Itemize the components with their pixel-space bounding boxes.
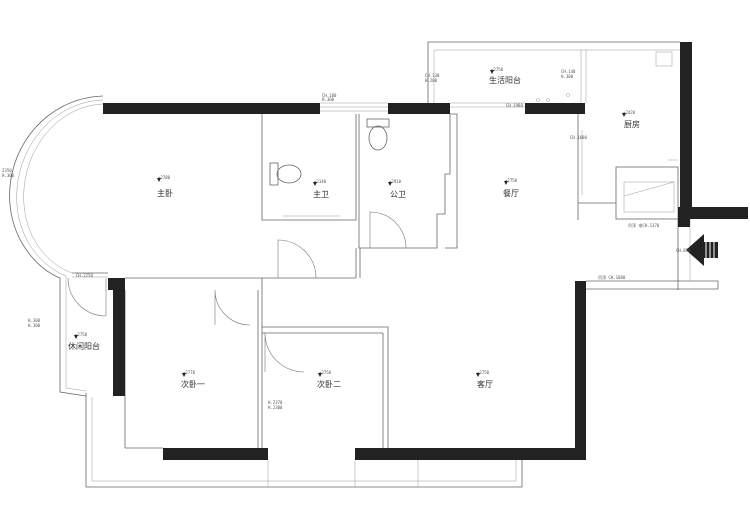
room-label-service-balcony: 生活阳台: [489, 75, 521, 85]
elevation-marker-icon: [504, 181, 508, 185]
elevation-kitchen: +2420: [623, 110, 636, 115]
annotation-beam-service-left-2: H.200: [425, 78, 438, 83]
elevation-marker-icon: [74, 335, 78, 339]
annotation-entry-beam: CH.870: [676, 248, 691, 253]
elevation-public-bath: +2910: [389, 179, 402, 184]
annotation-bed2-beam-2: H.2300: [268, 405, 283, 410]
room-label-master-bedroom: 主卧: [157, 188, 173, 198]
toilet-fixture-master: [269, 162, 302, 186]
elevation-service-balcony: +2750: [491, 67, 504, 72]
room-label-living-room: 客厅: [477, 379, 493, 389]
entrance-arrow-icon: [686, 234, 718, 266]
room-label-leisure-balcony: 休闲阳台: [68, 341, 100, 351]
room-label-second-bedroom-1: 次卧一: [181, 379, 205, 389]
room-labels: 主卧 主卫 公卫 餐厅 厨房 生活阳台 休闲阳台 次卧一 次卧二 客厅: [68, 75, 640, 389]
ceiling-annotations: CH.180 H.300 CH.1980 CH.1600 CH.130 H.20…: [2, 69, 691, 410]
elevation-leisure-balcony: +2750: [75, 332, 88, 337]
elevation-marker-icon: [318, 373, 322, 377]
room-label-master-bath: 主卫: [313, 189, 329, 199]
toilet-fixture-public: [366, 118, 390, 151]
elevation-marker-icon: [490, 70, 494, 74]
elevation-marker-icon: [157, 178, 161, 182]
annotation-beam-kitchen: CH.1600: [570, 135, 587, 140]
annotation-beam-service-left: CH.130: [425, 73, 440, 78]
elevation-second-bedroom-2: +2750: [319, 370, 332, 375]
elevation-master-bedroom: +2780: [158, 175, 171, 180]
elevation-marker-icon: [388, 182, 392, 186]
room-label-second-bedroom-2: 次卧二: [317, 379, 341, 389]
annotation-beam-master-bath: CH.180: [322, 93, 337, 98]
elevation-marker-icon: [476, 373, 480, 377]
annotation-beam-service-right: CH.140: [561, 69, 576, 74]
room-label-public-bath: 公卫: [390, 190, 406, 199]
annotation-kitchen-strip: 吊顶 电CH.1370: [628, 222, 660, 228]
elevation-marker-icon: [313, 182, 317, 186]
annotation-beam-dining: CH.1980: [506, 103, 523, 108]
elevation-dining: +2750: [505, 178, 518, 183]
annotation-bed2-beam: H.2370: [268, 400, 283, 405]
door-swings: [67, 211, 407, 373]
annotation-living-beam: 吊顶 CH.1880: [598, 275, 626, 280]
elevation-values: +2780 +2140 +2910 +2750 +2420 +2750 +275…: [75, 67, 636, 375]
elevation-marker-icon: [622, 113, 626, 117]
annotation-beam-service-right-2: H.300: [561, 74, 574, 79]
elevation-master-bath: +2140: [314, 179, 327, 184]
annotation-leisure-beam: CH.2250: [76, 273, 93, 278]
annotation-arc-side-2: H.300: [2, 173, 15, 178]
annotation-leisure-side-2: H.300: [28, 323, 41, 328]
elevation-second-bedroom-1: +2770: [183, 370, 196, 375]
annotation-beam-master-bath-2: H.300: [322, 97, 335, 102]
annotation-leisure-side: H.300: [28, 318, 41, 323]
elevation-living-room: +2750: [477, 370, 490, 375]
room-label-kitchen: 厨房: [624, 119, 640, 129]
elevation-marker-icon: [182, 373, 186, 377]
outline-lines: [9, 41, 719, 488]
walls: [103, 42, 748, 460]
elevation-markers: [74, 70, 626, 377]
room-label-dining: 餐厅: [503, 189, 519, 198]
annotation-arc-side: 2350: [2, 168, 12, 173]
